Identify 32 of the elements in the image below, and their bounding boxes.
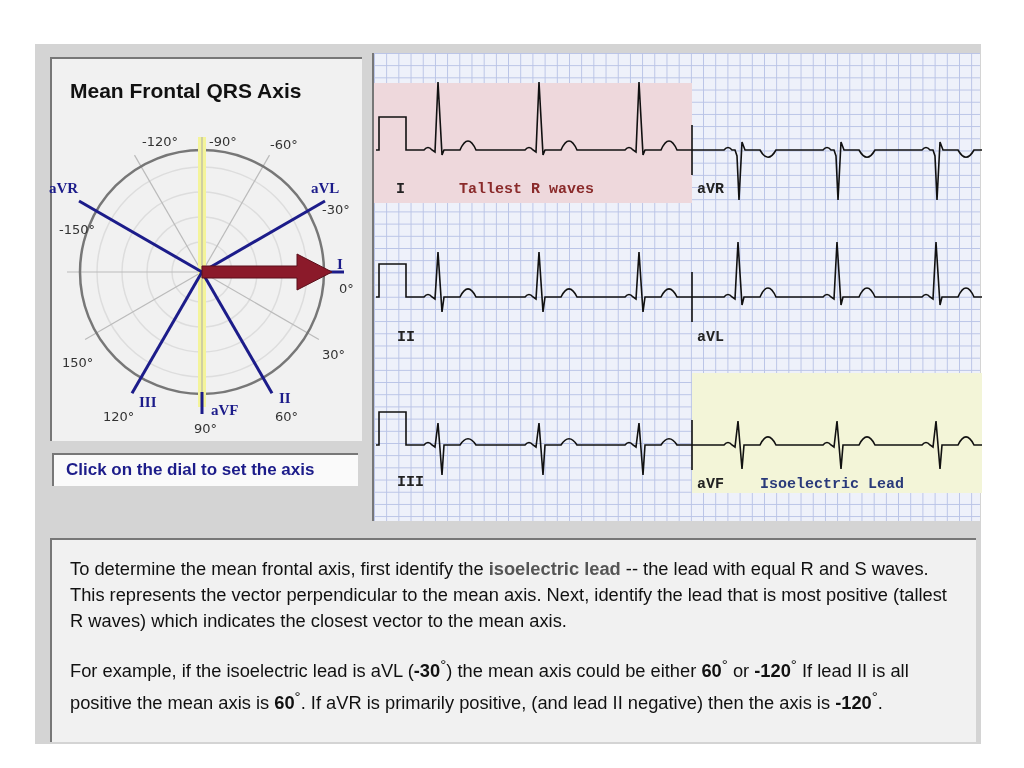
lead-label: I <box>396 181 405 199</box>
text-panel <box>50 538 976 742</box>
lead-label: II <box>279 390 291 406</box>
panel-title: Mean Frontal QRS Axis <box>70 79 302 103</box>
lead-label: III <box>139 394 157 410</box>
highlight-band <box>692 373 982 493</box>
angle-label: 60° <box>275 409 299 425</box>
angle-label: 0° <box>339 281 354 297</box>
highlight-label: Tallest R waves <box>459 181 595 199</box>
instruction-box <box>52 453 358 486</box>
lead-label: aVL <box>697 329 724 347</box>
angle-label: -30° <box>322 202 350 218</box>
lead-label: aVR <box>697 181 724 199</box>
dial-panel <box>50 57 362 441</box>
angle-label: 150° <box>62 355 94 371</box>
paragraph: For example, if the isoelectric lead is aVL (-30$^{°}$) the mean axis could be either 60$^{°}$ or -120$^{°}$ If lead II is all positive the mean axis is 60$^{°}$. If aVR is primarily positive, (and lead II negative) then the axis is -120$^{°}$. <box>70 655 910 716</box>
lead-label: III <box>397 474 424 492</box>
lead-label: aVL <box>311 180 340 196</box>
angle-label: 120° <box>103 409 135 425</box>
lead-label: I <box>337 256 343 272</box>
instruction-text: Click on the dial to set the axis <box>66 460 315 480</box>
paragraph: To determine the mean frontal axis, first identify the isoelectric lead -- the lead with equal R and S waves. This represents the vector perpendicular to the mean axis. Next, identify the lead that is most positive (tallest R waves) which indicates the closest vector to the mean axis. <box>70 557 948 633</box>
angle-label: 90° <box>194 421 218 437</box>
angle-label: -120° <box>142 134 178 150</box>
highlight-band <box>374 83 692 203</box>
lead-label: aVF <box>211 402 239 418</box>
angle-label: -60° <box>270 137 298 153</box>
lead-label: II <box>397 329 415 347</box>
highlight-label: Isoelectric Lead <box>760 476 905 494</box>
lead-label: aVF <box>697 476 724 494</box>
angle-label: -90° <box>209 134 237 150</box>
angle-label: 30° <box>322 347 346 363</box>
